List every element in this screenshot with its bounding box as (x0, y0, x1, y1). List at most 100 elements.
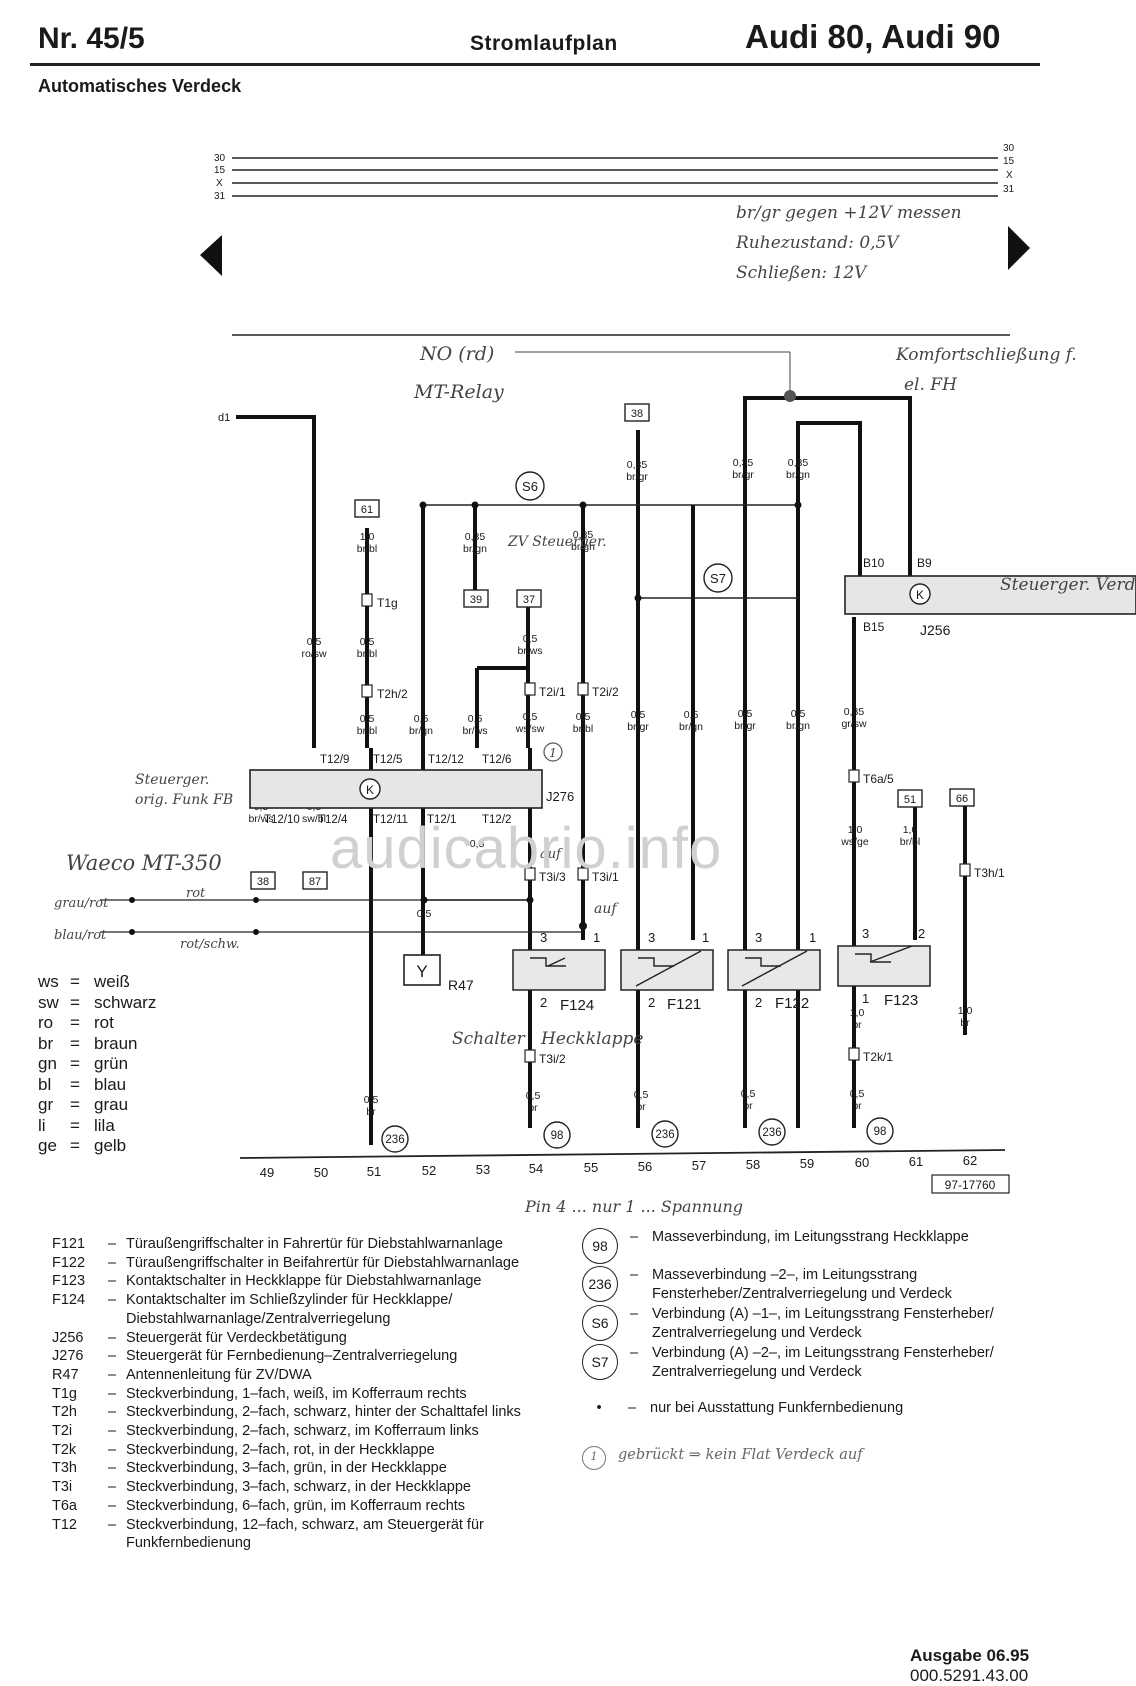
svg-text:0,5: 0,5 (523, 633, 538, 645)
relay-k-j276 (359, 778, 381, 800)
legend-row: T6a–Steckverbindung, 6–fach, grün, im Ko… (52, 1497, 466, 1514)
svg-text:B9: B9 (917, 556, 932, 570)
svg-text:br/gn: br/gn (409, 725, 433, 737)
svg-text:0,5: 0,5 (417, 908, 432, 920)
next-page-arrow-icon[interactable] (1008, 226, 1030, 270)
handwritten-schalter: Schalter (452, 1029, 526, 1049)
svg-text:br: br (366, 1106, 376, 1118)
svg-text:T3i/2: T3i/2 (539, 1052, 566, 1066)
legend-row: F121–Türaußengriffschalter in Fahrertür … (52, 1236, 503, 1252)
svg-text:0,35: 0,35 (844, 706, 865, 718)
rail-label-31: 31 (214, 191, 226, 202)
ref-box-38-bottom (250, 871, 276, 890)
svg-text:0,35: 0,35 (627, 459, 648, 471)
svg-text:B15: B15 (863, 620, 885, 634)
rail-label-x-right: X (1006, 170, 1013, 181)
svg-text:br/gr: br/gr (627, 721, 649, 733)
control-unit-j256 (844, 575, 1136, 615)
header-rule (30, 63, 1040, 66)
svg-text:auf: auf (594, 901, 619, 917)
legend-row: R47–Antennenleitung für ZV/DWA (52, 1366, 312, 1383)
svg-text:T3h/1: T3h/1 (974, 866, 1005, 880)
svg-text:ws/ge: ws/ge (840, 836, 869, 848)
legend-row: F124–Kontaktschalter im Schließzylinder … (52, 1292, 453, 1327)
svg-text:58: 58 (746, 1157, 760, 1172)
switch-f122 (727, 949, 821, 991)
svg-text:1,0: 1,0 (360, 531, 375, 543)
svg-text:rot: rot (186, 886, 206, 901)
handwritten-note-3: Schließen: 12V (736, 263, 868, 283)
svg-text:57: 57 (692, 1158, 706, 1173)
svg-text:br/bl: br/bl (357, 725, 377, 737)
svg-text:97-17760: 97-17760 (945, 1178, 996, 1192)
page-number: Nr. 45/5 (38, 22, 145, 55)
handwritten-steuerger-orig: Steuerger. (135, 772, 209, 788)
ref-box-87 (302, 871, 328, 890)
svg-text:br/gn: br/gn (571, 541, 595, 553)
part-number: 000.5291.43.00 (910, 1666, 1029, 1685)
svg-text:0,5: 0,5 (523, 711, 538, 723)
svg-text:T3i/3: T3i/3 (539, 870, 566, 884)
color-code-item: bl=blau (38, 1074, 127, 1094)
handwritten-komfort-2: el. FH (904, 375, 958, 395)
handwritten-steuerger-verd: Steuerger. Verd (1000, 575, 1136, 595)
previous-page-arrow-icon[interactable] (200, 235, 222, 276)
svg-text:br: br (852, 1100, 862, 1112)
svg-text:T12/11: T12/11 (373, 814, 408, 826)
svg-text:0,35: 0,35 (573, 529, 594, 541)
svg-text:0,5: 0,5 (791, 708, 806, 720)
svg-text:ZV Steuerger.: ZV Steuerger. (507, 534, 607, 550)
svg-text:br/gr: br/gr (732, 469, 754, 481)
color-code-item: li=lila (38, 1115, 115, 1135)
ref-box-38b-label: 38 (257, 876, 269, 888)
svg-text:0,5: 0,5 (634, 1089, 649, 1101)
svg-text:0,5: 0,5 (741, 1088, 756, 1100)
connector-s6 (515, 471, 545, 501)
ref-box-66-label: 66 (956, 793, 968, 805)
svg-text:1: 1 (862, 991, 869, 1006)
svg-text:1: 1 (593, 930, 600, 945)
color-code-item: sw=schwarz (38, 992, 157, 1012)
svg-text:60: 60 (855, 1155, 869, 1170)
svg-text:br/bl: br/bl (900, 836, 920, 848)
svg-text:T12/4: T12/4 (318, 814, 348, 826)
ref-box-66 (949, 788, 975, 807)
svg-text:1: 1 (809, 930, 816, 945)
color-code-item: ge=gelb (38, 1136, 127, 1155)
svg-text:F121: F121 (667, 996, 701, 1013)
svg-text:br/gn: br/gn (679, 721, 703, 733)
watermark: audicabrio.info (330, 816, 723, 881)
splice-point (784, 390, 796, 402)
handwritten-waeco: Waeco MT-350 (66, 851, 222, 875)
handwritten-note-2: Ruhezustand: 0,5V (735, 233, 900, 253)
svg-text:T1g: T1g (377, 596, 398, 610)
svg-text:0,5: 0,5 (684, 709, 699, 721)
legend-row: 98–Masseverbindung, im Leitungsstrang He… (582, 1228, 1062, 1264)
svg-text:1: 1 (549, 746, 557, 760)
svg-text:K: K (916, 588, 924, 602)
legend-row: F123–Kontaktschalter in Heckklappe für D… (52, 1273, 482, 1290)
svg-text:50: 50 (314, 1165, 328, 1180)
legend-row: J256–Steuergerät für Verdeckbetätigung (52, 1329, 347, 1346)
svg-text:54: 54 (529, 1161, 543, 1176)
svg-text:T2i/1: T2i/1 (539, 685, 566, 699)
svg-text:T6a/5: T6a/5 (863, 772, 894, 786)
legend-row: T1g–Steckverbindung, 1–fach, weiß, im Ko… (52, 1385, 467, 1402)
svg-text:T12/10: T12/10 (264, 814, 300, 826)
svg-text:br: br (528, 1102, 538, 1114)
svg-text:1,0: 1,0 (958, 1005, 973, 1017)
svg-text:auf: auf (540, 847, 563, 862)
legend-row: T2k–Steckverbindung, 2–fach, rot, in der… (52, 1441, 435, 1458)
antenna-r47 (403, 954, 441, 986)
legend-row: •–nur bei Ausstattung Funkfernbedienung (596, 1400, 904, 1416)
ground-236-b: 236 (655, 1129, 674, 1141)
svg-text:2: 2 (918, 926, 925, 941)
legend-row: T3h–Steckverbindung, 3–fach, grün, in de… (52, 1460, 447, 1477)
svg-text:0,5: 0,5 (738, 708, 753, 720)
ground-98-b: 98 (874, 1126, 887, 1138)
svg-text:0,35: 0,35 (788, 457, 809, 469)
edition-label: Ausgabe 06.95 (910, 1646, 1030, 1665)
component-legend: F121–Türaußengriffschalter in Fahrertür … (52, 1235, 572, 1553)
svg-text:0,5: 0,5 (468, 713, 483, 725)
